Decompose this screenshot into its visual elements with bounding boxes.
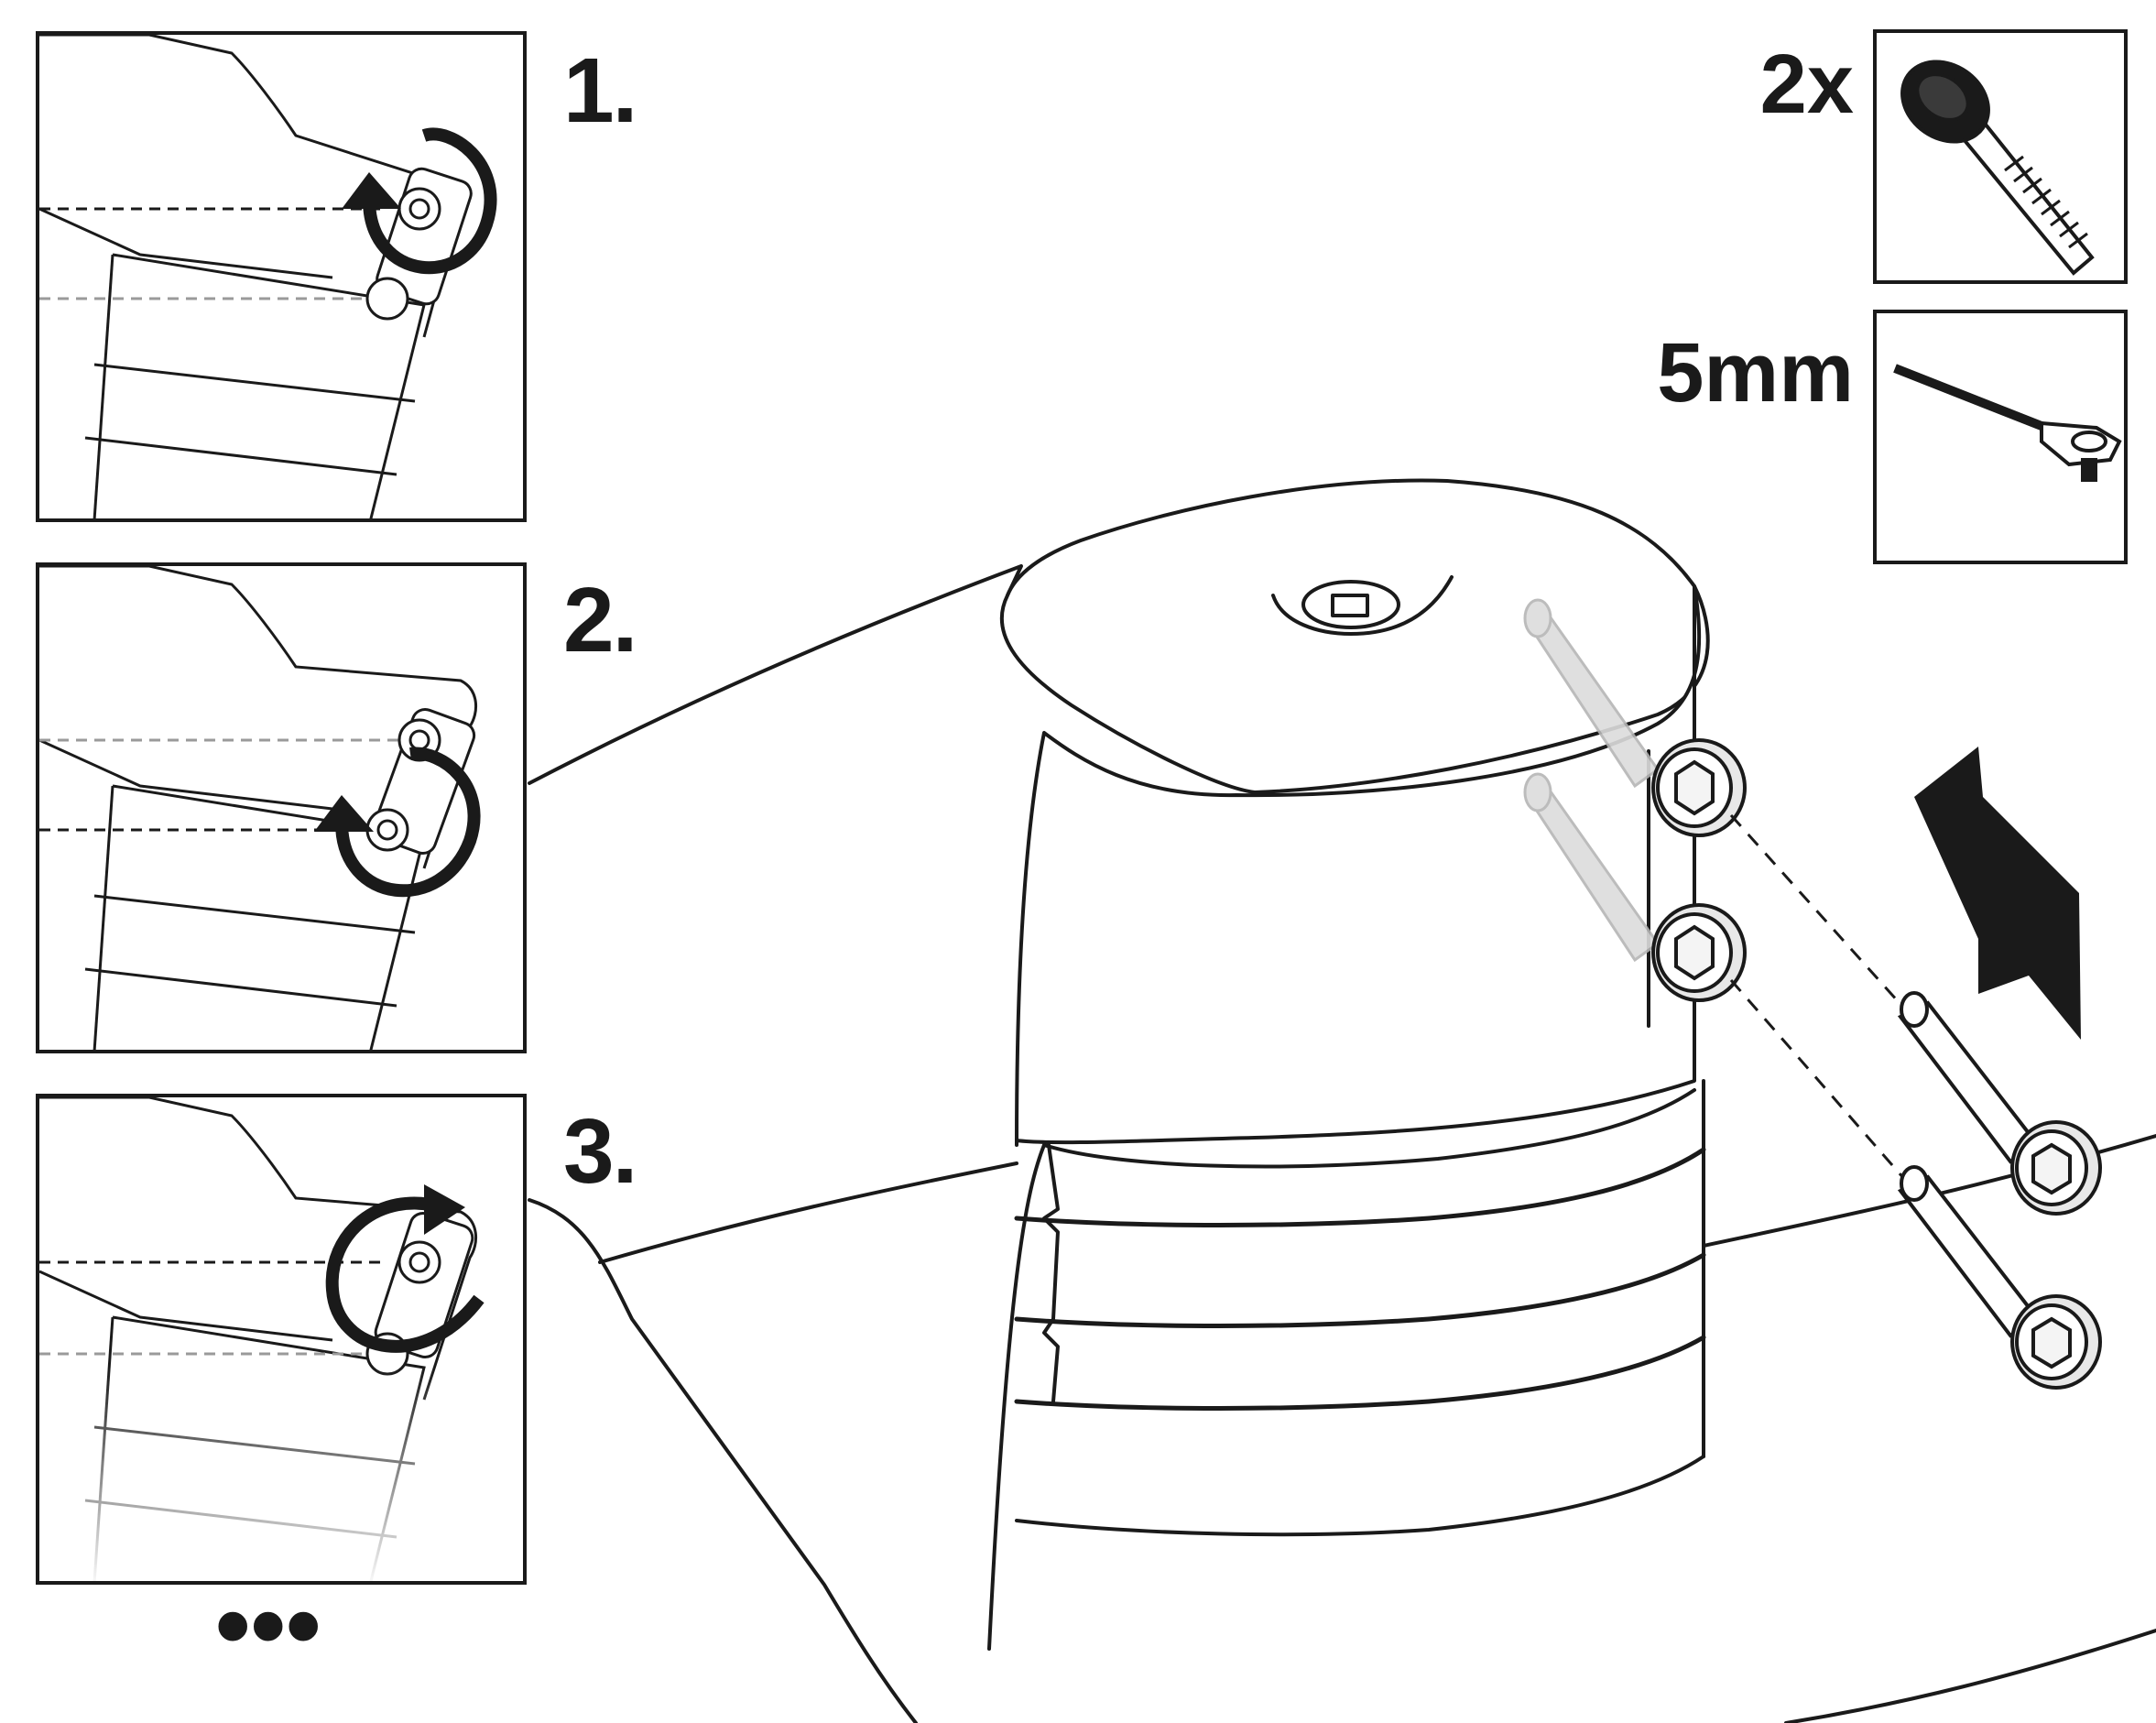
loose-bolt-lower [1897, 1165, 2102, 1390]
torque-wrench-icon [1893, 364, 2122, 482]
bolt-icon [1900, 60, 2095, 276]
continuation-ellipsis: ••• [215, 1569, 321, 1682]
steerer-clamp [1015, 584, 1702, 1147]
tool-size: 5mm [1657, 326, 1854, 420]
step-number-1: 1. [563, 39, 637, 142]
bolt-quantity: 2x [1759, 38, 1854, 131]
insert-direction-arrow-icon [1914, 747, 2081, 1040]
installed-bolt-upper [1651, 738, 1747, 837]
top-cap-bolt [1301, 580, 1400, 629]
bolt-part-box [1873, 29, 2128, 284]
step-panel-1 [36, 31, 527, 522]
installed-bolt-lower [1651, 903, 1747, 1002]
stem-top-cap [999, 478, 1710, 794]
step-number-3: 3. [563, 1100, 637, 1203]
step-panel-2 [36, 562, 527, 1053]
tool-box [1873, 310, 2128, 564]
ccw-arrow-icon [363, 127, 497, 275]
loose-bolt-upper [1897, 991, 2102, 1216]
step-number-2: 2. [563, 569, 637, 671]
ccw-arrow-icon [335, 747, 481, 898]
stem-arm-outline [528, 564, 1023, 785]
step-panel-3 [36, 1094, 527, 1585]
